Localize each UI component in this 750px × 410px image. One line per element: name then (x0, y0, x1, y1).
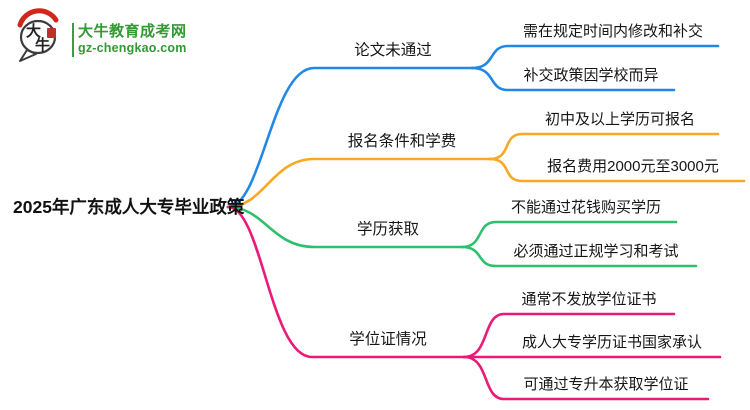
branch-2-leaf-1: 初中及以上学历可报名 (544, 111, 695, 128)
branch-3-leaf-1: 不能通过花钱购买学历 (510, 199, 661, 216)
branch-1-label: 论文未通过 (354, 42, 432, 59)
branch-1-connector (226, 44, 720, 209)
logo-char-1: 大 (26, 22, 41, 40)
site-url: gz-chengkao.com (78, 41, 187, 55)
logo-arc (17, 8, 59, 28)
branch-4-label: 学位证情况 (349, 331, 427, 348)
branch-2-leaf-2: 报名费用2000元至3000元 (547, 158, 719, 175)
branch-3-leaf-2: 必须通过正规学习和考试 (513, 243, 679, 260)
brand-logo: 大 牛 大牛教育成考网 gz-chengkao.com (10, 6, 240, 62)
logo-divider (72, 23, 74, 57)
mindmap-root-label: 2025年广东成人大专毕业政策 (13, 197, 245, 217)
site-name: 大牛教育成考网 (78, 23, 187, 40)
branch-1-leaf-2: 补交政策因学校而异 (523, 67, 659, 84)
branch-4-leaf-3: 可通过专升本获取学位证 (523, 376, 689, 393)
branch-2-label: 报名条件和学费 (347, 133, 457, 150)
logo-bubble-icon: 大 牛 (17, 8, 59, 62)
branch-4-connector (226, 205, 722, 401)
branch-3-label: 学历获取 (356, 221, 419, 238)
branch-1-leaf-1: 需在规定时间内修改和补交 (522, 23, 703, 40)
logo-seal (47, 28, 56, 38)
branch-4-leaf-2: 成人大专学历证书国家承认 (521, 334, 702, 351)
branch-2-connector (226, 132, 746, 209)
logo-char-2: 牛 (35, 36, 50, 54)
branch-3-connector (226, 205, 698, 268)
branch-4-leaf-1: 通常不发放学位证书 (521, 291, 657, 308)
